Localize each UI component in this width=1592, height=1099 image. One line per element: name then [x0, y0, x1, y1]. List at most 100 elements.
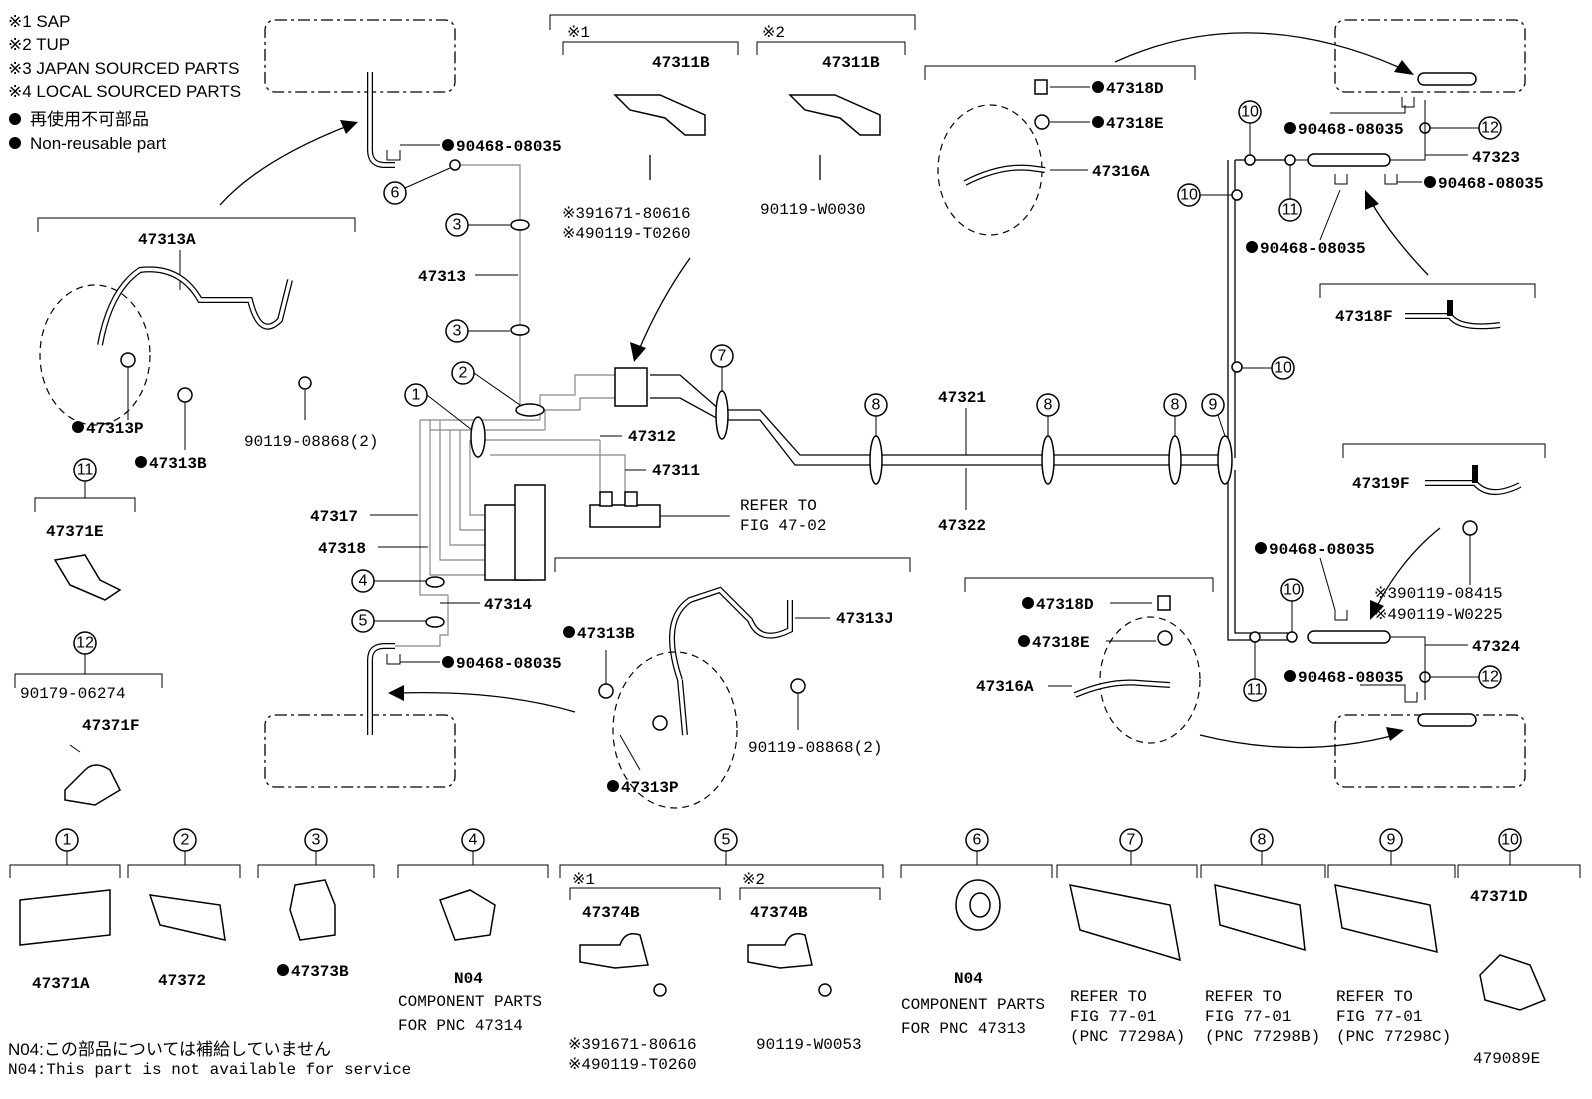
svg-text:1: 1 — [63, 832, 72, 849]
callout-11: 11 — [73, 458, 97, 498]
svg-text:11: 11 — [77, 462, 94, 479]
clamp-2 — [515, 403, 545, 417]
callout-4: 4 — [351, 569, 426, 593]
bolt — [177, 387, 193, 403]
part-90468-08035: 90468-08035 — [1260, 240, 1366, 258]
refer-to-label: REFER TO — [1070, 988, 1147, 1006]
washer — [652, 715, 668, 731]
part-47311: 47311 — [652, 462, 700, 480]
part-90119-08868: 90119-08868(2) — [244, 433, 378, 451]
part-N04: N04 — [954, 970, 983, 988]
nonreusable-dot-icon — [1092, 81, 1104, 93]
joint — [1231, 189, 1243, 201]
svg-text:10: 10 — [1274, 360, 1292, 377]
clip-icon — [1401, 97, 1415, 108]
part-47374B: 47374B — [750, 904, 808, 922]
clip-N04 — [439, 889, 496, 941]
clamp-8 — [1168, 435, 1182, 485]
part-47313B: 47313B — [577, 625, 635, 643]
master-cylinder — [589, 504, 661, 528]
clip-icon — [1334, 174, 1348, 185]
legend-nonreusable-en: Non-reusable part — [30, 134, 166, 153]
part-47373B: 47373B — [291, 963, 349, 981]
nonreusable-dot-icon — [72, 421, 84, 433]
svg-text:10: 10 — [1180, 187, 1198, 204]
callout-10: 10 — [1177, 183, 1232, 207]
part-47323: 47323 — [1472, 149, 1520, 167]
arrow-line — [637, 257, 691, 353]
svg-text:2: 2 — [459, 365, 468, 382]
part-90468-08035: 90468-08035 — [1438, 175, 1544, 193]
vehicle-outline-front-left — [264, 19, 456, 93]
callout-1: 1 — [404, 383, 473, 431]
joint — [449, 159, 461, 171]
svg-text:6: 6 — [391, 185, 400, 202]
clamp-9-icon — [1334, 884, 1438, 954]
svg-text:5: 5 — [359, 613, 368, 630]
pnc-label: (PNC 77298C) — [1336, 1028, 1451, 1046]
callout-7: 7 — [710, 344, 734, 392]
bolt — [1034, 79, 1048, 95]
part-90468-08035: 90468-08035 — [456, 655, 562, 673]
part-47316A: 47316A — [1092, 163, 1150, 181]
part-90468-08035: 90468-08035 — [456, 138, 562, 156]
clamp-5 — [425, 616, 445, 628]
part-47371A: 47371A — [32, 975, 90, 993]
part-47313A: 47313A — [138, 231, 196, 249]
detail-outline — [612, 651, 738, 809]
clamp-3 — [510, 324, 530, 336]
clamp-7 — [715, 390, 729, 440]
nonreusable-dot-icon — [1246, 241, 1258, 253]
part-90119-T0260: ※490119-T0260 — [562, 225, 691, 243]
nonreusable-dot-icon — [1284, 122, 1296, 134]
part-47324: 47324 — [1472, 638, 1520, 656]
nonreusable-dot-icon — [563, 626, 575, 638]
part-47318: 47318 — [318, 540, 366, 558]
variant-tup-mark: ※2 — [742, 871, 765, 889]
arrow-head-icon — [630, 342, 646, 362]
part-47313J: 47313J — [836, 610, 894, 628]
arrow-head-icon — [1370, 600, 1384, 620]
part-47318D: 47318D — [1036, 596, 1094, 614]
brake-hose — [1307, 630, 1391, 644]
svg-text:4: 4 — [359, 573, 368, 590]
svg-text:3: 3 — [312, 832, 321, 849]
hose-stub — [367, 643, 395, 735]
part-91671-80616: ※391671-80616 — [568, 1036, 697, 1054]
bolt — [653, 983, 667, 997]
svg-text:8: 8 — [1044, 397, 1053, 414]
callout-8: 8 — [864, 393, 888, 436]
brake-hose — [1417, 72, 1477, 86]
svg-text:3: 3 — [453, 217, 462, 234]
clip-47371F — [64, 764, 121, 806]
brake-hose — [1307, 153, 1391, 167]
clip-icon — [386, 654, 401, 665]
clamp-7-icon — [1069, 884, 1181, 962]
component-parts-label: COMPONENT PARTS — [398, 993, 542, 1011]
clamp-9 — [1217, 435, 1233, 485]
arrow-head-icon — [340, 120, 358, 134]
washer — [120, 352, 136, 368]
nonreusable-dot-icon — [9, 137, 21, 149]
arrow-line — [1114, 32, 1406, 71]
clamp-8 — [1041, 435, 1055, 485]
legend-nonreusable-jp: 再使用不可部品 — [30, 109, 149, 129]
part-47311B: 47311B — [652, 54, 710, 72]
callout-10: 10 — [1242, 356, 1295, 380]
svg-text:11: 11 — [1247, 682, 1264, 699]
joint — [1284, 154, 1296, 166]
arrow-line — [219, 124, 351, 206]
legend: ※1 SAP ※2 TUP ※3 JAPAN SOURCED PARTS ※4 … — [8, 12, 241, 153]
part-47371F: 47371F — [82, 717, 140, 735]
variant-sap-mark: ※1 — [567, 24, 590, 42]
brake-hose — [1417, 713, 1477, 727]
clip-icon — [1404, 692, 1418, 703]
svg-text:12: 12 — [1481, 669, 1499, 686]
clamp-47372 — [148, 894, 226, 941]
part-90119-08415: ※390119-08415 — [1374, 585, 1503, 603]
fig-label: FIG 77-01 — [1070, 1008, 1156, 1026]
callout-10: 10 — [1280, 578, 1304, 632]
main-pipe-47322 — [650, 397, 1230, 466]
nonreusable-dot-icon — [9, 113, 21, 125]
callout-12: 12 — [1430, 116, 1502, 140]
